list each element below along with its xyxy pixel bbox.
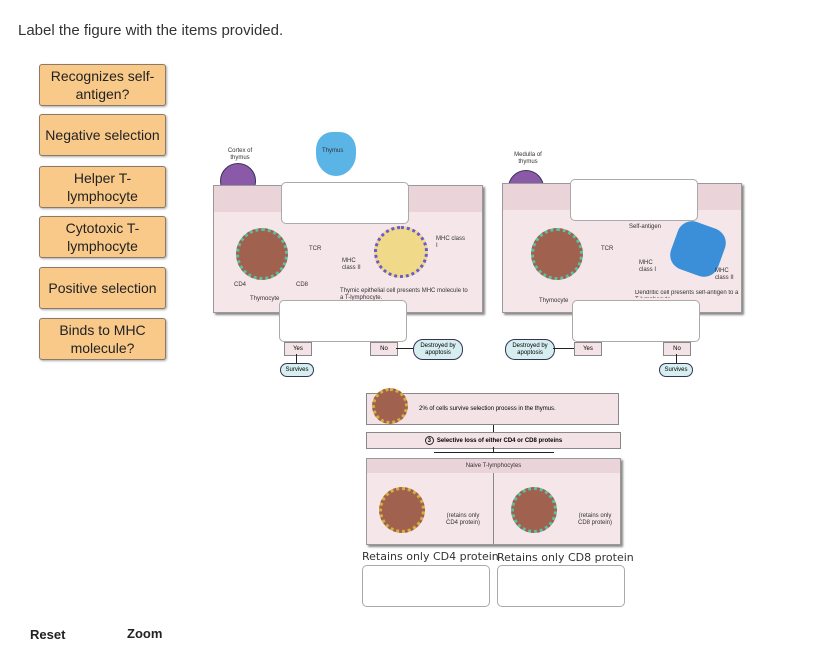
drop-zone-4[interactable] [572,300,700,342]
epithelial-caption: Thymic epithelial cell presents MHC mole… [340,288,468,301]
drop-zone-6[interactable] [497,565,625,607]
tile-recognizes-self-antigen[interactable]: Recognizes self-antigen? [39,64,166,106]
negative-selection-panel: TCR Thymocyte Self-antigen MHC class I M… [502,183,742,313]
drop-zone-5[interactable] [362,565,490,607]
dendritic-caption: Dendritic cell presents self-antigen to … [635,290,739,298]
caption-cd8: Retains only CD8 protein [497,551,634,564]
mhc1-label-2: MHC class I [639,260,657,273]
tcr-label: TCR [309,246,322,252]
tile-helper-t-lymphocyte[interactable]: Helper T-lymphocyte [39,166,166,208]
instructions: Label the figure with the items provided… [18,22,284,39]
tile-cytotoxic-t-lymphocyte[interactable]: Cytotoxic T-lymphocyte [39,216,166,258]
cortex-label: Cortex of thymus [227,148,253,161]
destroyed-right: Destroyed by apoptosis [505,339,555,360]
naive-panel: Naive T-lymphocytes (retains only CD4 pr… [366,458,621,545]
thymocyte-label-2: Thymocyte [539,298,569,304]
yes-box-left: Yes [284,342,312,356]
survive-pct-box: 2% of cells survive selection process in… [366,393,619,425]
thymocyte-image [236,228,288,280]
cd4-cell-image [379,487,425,533]
medulla-label: Medulla of thymus [514,152,542,165]
naive-label: Naive T-lymphocytes [367,459,620,473]
thymus-image: Thymus [316,132,356,176]
cd8-cell-image [511,487,557,533]
mhc2-label: MHC class II [342,258,361,271]
self-antigen-label: Self-antigen [629,224,662,230]
reset-button[interactable]: Reset [30,627,66,642]
tile-positive-selection[interactable]: Positive selection [39,267,166,309]
epithelial-cell-image [374,226,428,278]
yes-box-right: Yes [574,342,602,356]
no-box-right: No [663,342,691,356]
step3-number: 3 [424,436,434,445]
mhc2-label-2: MHC class II [715,268,734,281]
step3-label: Selective loss of either CD4 or CD8 prot… [436,437,563,444]
thymocyte-image-2 [531,228,583,280]
caption-cd4: Retains only CD4 protein [362,550,499,563]
mhc1-label: MHC class I [436,236,466,249]
destroyed-left: Destroyed by apoptosis [413,339,463,360]
thymus-label: Thymus [322,148,344,154]
drop-zone-1[interactable] [281,182,409,224]
zoom-button[interactable]: Zoom [127,626,163,641]
survives-left: Survives [280,363,314,377]
retains-cd4-label: (retains only CD4 protein) [445,513,480,526]
retains-cd8-label: (retains only CD8 protein) [577,513,612,526]
survives-right: Survives [659,363,693,377]
tile-negative-selection[interactable]: Negative selection [39,114,166,156]
cd8-label: CD8 [296,282,309,288]
drop-zone-2[interactable] [279,300,407,342]
tile-binds-to-mhc[interactable]: Binds to MHC molecule? [39,318,166,360]
drop-zone-3[interactable] [570,179,698,221]
tcr-label-2: TCR [601,246,614,252]
no-box-left: No [370,342,398,356]
thymocyte-label: Thymocyte [250,296,280,302]
surviving-cell-image [372,388,408,424]
cd4-label: CD4 [234,282,247,288]
